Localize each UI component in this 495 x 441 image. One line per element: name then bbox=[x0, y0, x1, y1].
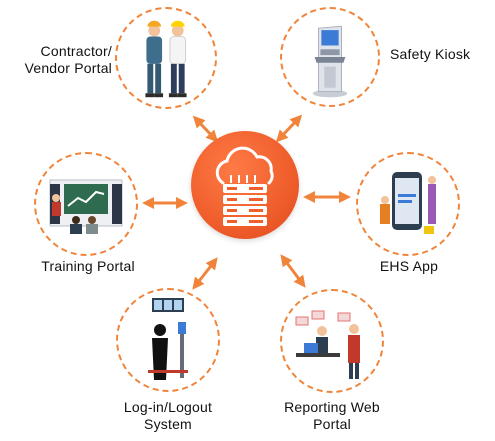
contractor-label-line1: Contractor/ bbox=[40, 43, 112, 59]
kiosk-label-line1: Safety Kiosk bbox=[390, 46, 471, 62]
reporting-label-line2: Portal bbox=[313, 416, 351, 432]
reporting-label-line1: Reporting Web bbox=[284, 399, 380, 415]
ehs-app-label: EHS App bbox=[362, 258, 456, 275]
mobile-app-illustration bbox=[380, 172, 436, 234]
contractor-node bbox=[115, 7, 217, 109]
arrow-kiosk bbox=[275, 114, 303, 143]
arrow-login bbox=[192, 257, 218, 290]
office-reporting-illustration bbox=[295, 310, 360, 379]
kiosk-node bbox=[280, 7, 380, 107]
workers-illustration bbox=[145, 20, 187, 98]
kiosk-illustration bbox=[312, 25, 348, 98]
training-label: Training Portal bbox=[22, 258, 154, 275]
arrow-reporting bbox=[280, 254, 306, 288]
access-gate-illustration bbox=[148, 298, 188, 380]
training-label-line1: Training Portal bbox=[41, 258, 135, 274]
arrow-contractor bbox=[192, 115, 219, 143]
reporting-node bbox=[280, 289, 384, 393]
cloud-server-icon bbox=[215, 146, 274, 226]
training-node bbox=[34, 152, 138, 256]
contractor-label-line2: Vendor Portal bbox=[24, 60, 112, 76]
login-label-line1: Log-in/Logout bbox=[123, 399, 213, 415]
reporting-label: Reporting Web Portal bbox=[276, 399, 388, 433]
ehs-app-label-line1: EHS App bbox=[379, 258, 439, 274]
contractor-label: Contractor/ Vendor Portal bbox=[8, 43, 112, 77]
login-label: Log-in/Logout System bbox=[112, 399, 224, 433]
login-label-line2: System bbox=[144, 416, 192, 432]
kiosk-label: Safety Kiosk bbox=[390, 46, 490, 63]
classroom-illustration bbox=[49, 179, 123, 234]
login-node bbox=[116, 288, 220, 392]
ehs-app-node bbox=[356, 152, 460, 256]
central-hub bbox=[191, 131, 299, 239]
